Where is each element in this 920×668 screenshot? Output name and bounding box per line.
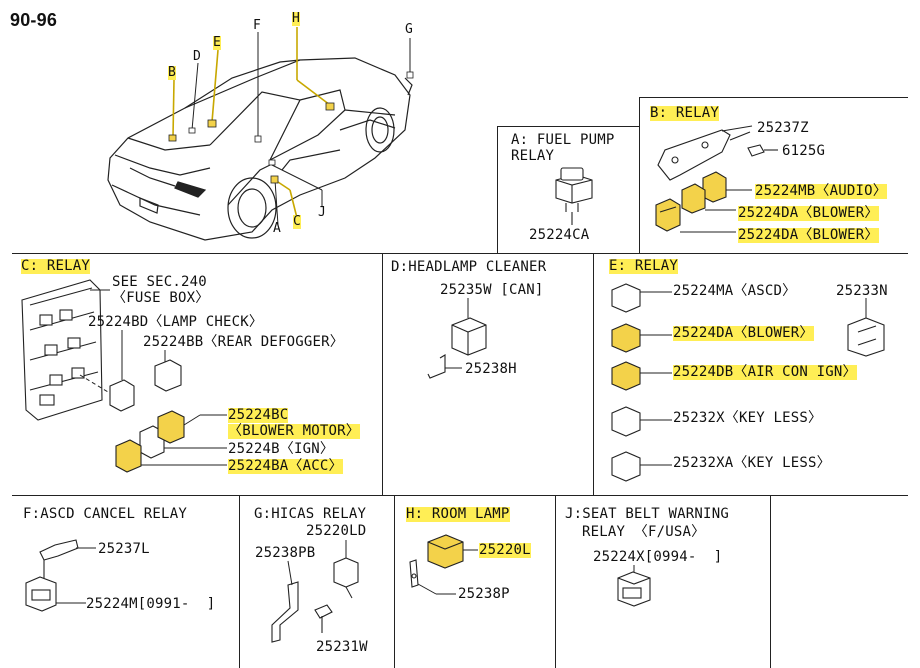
section-j-title: J:SEAT BELT WARNING (565, 506, 729, 522)
part-25224b-ign: 25224B〈IGN〉 (228, 441, 335, 457)
car-illustration (107, 27, 414, 241)
grid-line (12, 495, 908, 496)
year-range-label: 90-96 (10, 10, 58, 30)
part-25224bd: 25224BD〈LAMP CHECK〉 (88, 314, 264, 330)
callout-j: J (318, 205, 326, 220)
part-25224bc-blower-motor: 〈BLOWER MOTOR〉 (228, 423, 360, 439)
section-c-title: C: RELAY (21, 258, 91, 274)
grid-line (497, 126, 498, 254)
callout-a: A (273, 221, 281, 236)
part-25224mb-audio: 25224MB〈AUDIO〉 (755, 183, 887, 199)
part-25233n: 25233N (836, 283, 888, 299)
part-25237l: 25237L (98, 541, 150, 557)
grid-line (394, 495, 395, 668)
part-25220l: 25220L (479, 542, 531, 558)
part-25224ba-acc: 25224BA〈ACC〉 (228, 458, 343, 474)
part-25224x: 25224X[0994- ] (593, 549, 723, 565)
part-25224da-blower-1: 25224DA〈BLOWER〉 (738, 205, 879, 221)
callout-h: H (292, 11, 300, 26)
section-a-title-2: RELAY (511, 148, 555, 164)
section-h-title: H: ROOM LAMP (406, 506, 510, 522)
section-g-title: G:HICAS RELAY (254, 506, 367, 522)
grid-line (639, 97, 640, 254)
part-25231w: 25231W (316, 639, 368, 655)
callout-f: F (253, 18, 261, 33)
section-b-title: B: RELAY (650, 105, 720, 121)
grid-line (12, 253, 908, 254)
callout-e: E (213, 35, 221, 50)
part-25224bb: 25224BB〈REAR DEFOGGER〉 (143, 334, 344, 350)
callout-d: D (193, 49, 201, 64)
grid-line (593, 253, 594, 496)
section-a-title: A: FUEL PUMP (511, 132, 615, 148)
part-25224da-blower-e: 25224DA〈BLOWER〉 (673, 325, 814, 341)
grid-line (497, 126, 639, 127)
part-25232x: 25232X〈KEY LESS〉 (673, 410, 823, 426)
part-25224m: 25224M[0991- ] (86, 596, 216, 612)
callout-g: G (405, 22, 413, 37)
part-25238pb: 25238PB (255, 545, 316, 561)
grid-line (770, 495, 771, 668)
fuse-box-label: 〈FUSE BOX〉 (112, 290, 210, 306)
section-e-title: E: RELAY (609, 258, 679, 274)
section-d-title: D:HEADLAMP CLEANER (391, 259, 547, 275)
part-25238h: 25238H (465, 361, 517, 377)
grid-line (555, 495, 556, 668)
callout-b: B (168, 65, 176, 80)
grid-line (639, 97, 908, 98)
part-25224db-air-con: 25224DB〈AIR CON IGN〉 (673, 364, 857, 380)
part-25238p: 25238P (458, 586, 510, 602)
part-25224ca: 25224CA (529, 227, 590, 243)
callout-c: C (293, 214, 301, 229)
part-25237z: 25237Z (757, 120, 809, 136)
grid-line (382, 253, 383, 496)
grid-line (239, 495, 240, 668)
see-sec-240: SEE SEC.240 (112, 274, 207, 290)
section-f-title: F:ASCD CANCEL RELAY (23, 506, 187, 522)
part-25235w: 25235W [CAN] (440, 282, 544, 298)
part-25220ld: 25220LD (306, 523, 367, 539)
part-25232xa: 25232XA〈KEY LESS〉 (673, 455, 831, 471)
part-25224da-blower-2: 25224DA〈BLOWER〉 (738, 227, 879, 243)
part-25224bc: 25224BC (228, 407, 289, 423)
section-j-title-2: RELAY 〈F/USA〉 (582, 524, 706, 540)
part-6125g: 6125G (782, 143, 826, 159)
part-25224ma-ascd: 25224MA〈ASCD〉 (673, 283, 797, 299)
